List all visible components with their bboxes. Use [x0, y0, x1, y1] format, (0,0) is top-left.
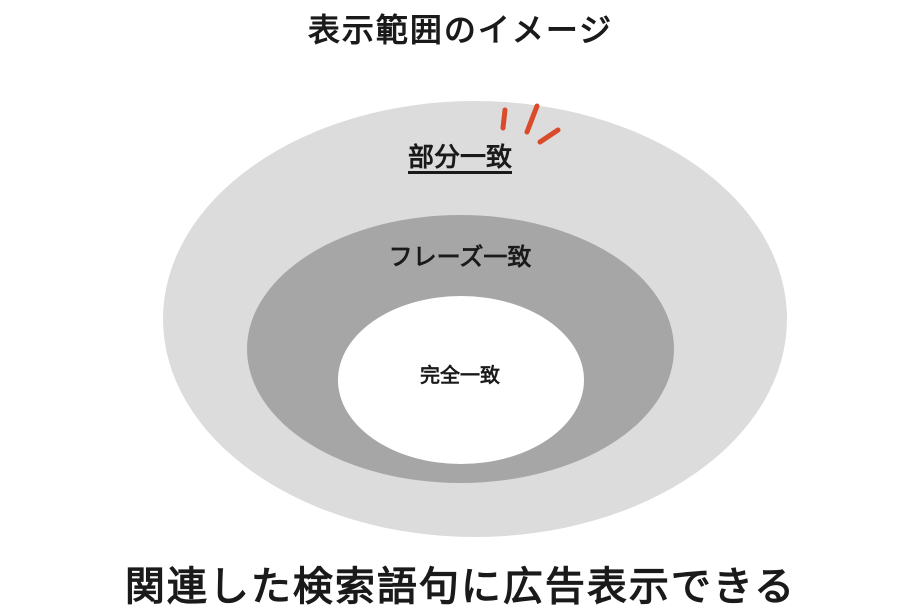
broad-match-label: 部分一致 — [370, 140, 550, 176]
emphasis-mark-right — [537, 127, 561, 145]
diagram-caption: 関連した検索語句に広告表示できる — [124, 564, 797, 610]
inner-ellipse-exact-match — [338, 296, 584, 464]
exact-match-label: 完全一致 — [420, 363, 500, 387]
phrase-match-label: フレーズ一致 — [388, 243, 532, 271]
diagram-title: 表示範囲のイメージ — [307, 11, 614, 49]
emphasis-mark-middle — [524, 103, 540, 135]
emphasis-mark-left — [500, 107, 508, 131]
emphasis-marks-icon — [500, 103, 561, 145]
broad-match-label-text: 部分一致 — [407, 143, 512, 173]
